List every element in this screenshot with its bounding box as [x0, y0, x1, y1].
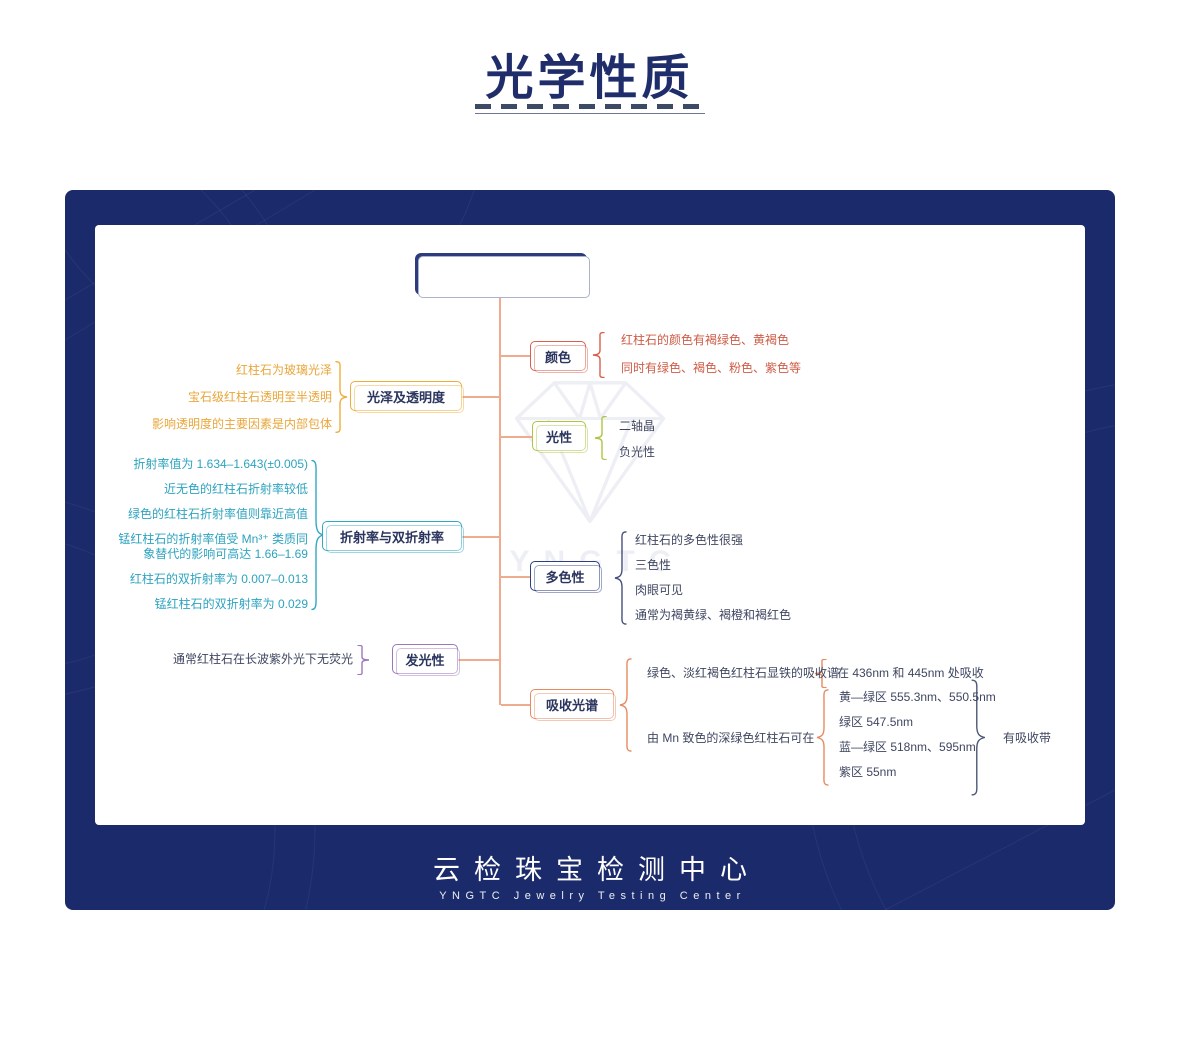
brace-luminescence — [357, 645, 370, 675]
node-color: 颜色 — [530, 341, 588, 373]
child-topic: 紫区 55nm — [839, 765, 897, 779]
node-optic: 光性 — [532, 421, 588, 453]
node-luster-label: 光泽及透明度 — [366, 389, 445, 405]
absorption-child-mn-sub: 黄—绿区 555.3nm、550.5nm 绿区 547.5nm 蓝—绿区 518… — [839, 690, 996, 780]
child-topic: 在 436nm 和 445nm 处吸收 — [837, 666, 984, 680]
node-pleochroism: 多色性 — [530, 561, 602, 593]
child-topic: 黄—绿区 555.3nm、550.5nm — [839, 690, 996, 704]
connector-luminescence — [458, 659, 501, 661]
child-topic: 绿区 547.5nm — [839, 715, 914, 729]
brace-absorption-iron — [814, 659, 827, 688]
child-topic: 宝石级红柱石透明至半透明 — [187, 390, 332, 404]
connector-absorption — [501, 704, 531, 706]
optic-children: 二轴晶 负光性 — [619, 419, 655, 460]
brace-color — [592, 332, 605, 378]
node-pleochroism-label: 多色性 — [545, 569, 585, 585]
ri-children: 折射率值为 1.634–1.643(±0.005) 近无色的红柱石折射率较低 绿… — [108, 457, 308, 612]
brace-absorption — [619, 658, 632, 752]
child-topic: 折射率值为 1.634–1.643(±0.005) — [133, 457, 308, 471]
node-absorption: 吸收光谱 — [530, 689, 616, 721]
child-topic: 肉眼可见 — [635, 583, 684, 597]
node-ri-label: 折射率与双折射率 — [339, 529, 444, 545]
absorption-child-iron-sub: 在 436nm 和 445nm 处吸收 — [837, 666, 984, 681]
mindmap-card: YNGTC 红柱石的光学性质 颜色 光泽及透明度 光性 — [95, 225, 1085, 825]
child-topic: 红柱石的双折射率为 0.007–0.013 — [129, 572, 308, 586]
poster-panel: YNGTC 红柱石的光学性质 颜色 光泽及透明度 光性 — [65, 190, 1115, 910]
child-topic: 负光性 — [619, 445, 656, 459]
brace-pleochroism — [614, 531, 627, 625]
child-topic: 锰红柱石的双折射率为 0.029 — [154, 597, 308, 611]
luster-children: 红柱石为玻璃光泽 宝石级红柱石透明至半透明 影响透明度的主要因素是内部包体 — [152, 363, 332, 432]
brace-absorption-note — [971, 679, 986, 796]
connector-luster — [462, 396, 501, 398]
child-topic: 红柱石的颜色有褐绿色、黄褐色 — [621, 333, 790, 347]
child-topic: 蓝—绿区 518nm、595nm — [839, 740, 976, 754]
luminescence-children: 通常红柱石在长波紫外光下无荧光 — [173, 652, 353, 667]
brace-optic — [594, 416, 607, 460]
footer-name-en: YNGTC Jewelry Testing Center — [439, 890, 746, 902]
node-absorption-label: 吸收光谱 — [545, 697, 598, 713]
child-topic: 三色性 — [635, 558, 672, 572]
child-topic: 影响透明度的主要因素是内部包体 — [151, 417, 332, 431]
child-topic: 红柱石为玻璃光泽 — [235, 363, 332, 377]
connector-optic — [501, 436, 533, 438]
node-luster: 光泽及透明度 — [350, 381, 464, 413]
child-topic: 通常红柱石在长波紫外光下无荧光 — [172, 652, 353, 666]
brace-luster — [335, 361, 348, 433]
footer-name-cn: 云检珠宝检测中心 — [433, 855, 761, 885]
absorption-child-iron: 绿色、淡红褐色红柱石显铁的吸收谱 — [647, 666, 839, 681]
child-topic: 同时有绿色、褐色、粉色、紫色等 — [621, 361, 802, 375]
connector-ri — [462, 536, 501, 538]
note-text: 有吸收带 — [1003, 731, 1052, 745]
page-title: 光学性质 — [485, 52, 694, 105]
child-topic: 锰红柱石的折射率值受 Mn³⁺ 类质同象替代的影响可高达 1.66–1.69 — [118, 532, 308, 561]
child-topic: 二轴晶 — [619, 419, 656, 433]
node-root: 红柱石的光学性质 — [415, 253, 590, 298]
node-optic-label: 光性 — [545, 429, 572, 445]
absorption-child-mn: 由 Mn 致色的深绿色红柱石可在 — [647, 731, 814, 746]
child-topic: 近无色的红柱石折射率较低 — [163, 482, 308, 496]
pleochroism-children: 红柱石的多色性很强 三色性 肉眼可见 通常为褐黄绿、褐橙和褐红色 — [635, 533, 791, 623]
title-underline — [475, 104, 705, 114]
child-topic: 绿色的红柱石折射率值则靠近高值 — [127, 507, 308, 521]
absorption-note: 有吸收带 — [1003, 731, 1051, 746]
node-color-label: 颜色 — [544, 349, 571, 365]
child-topic: 由 Mn 致色的深绿色红柱石可在 — [647, 731, 815, 745]
child-topic: 绿色、淡红褐色红柱石显铁的吸收谱 — [647, 666, 840, 680]
trunk-line — [499, 295, 501, 705]
node-root-label: 红柱石的光学性质 — [445, 266, 557, 282]
child-topic: 红柱石的多色性很强 — [635, 533, 744, 547]
connector-pleochroism — [501, 576, 531, 578]
node-luminescence-label: 发光性 — [405, 652, 445, 668]
color-children: 红柱石的颜色有褐绿色、黄褐色 同时有绿色、褐色、粉色、紫色等 — [621, 333, 801, 376]
diamond-icon — [514, 381, 666, 524]
child-topic: 通常为褐黄绿、褐橙和褐红色 — [635, 608, 792, 622]
node-ri: 折射率与双折射率 — [322, 521, 464, 553]
connector-color — [501, 355, 531, 357]
brace-absorption-mn — [816, 689, 829, 786]
node-luminescence: 发光性 — [392, 644, 460, 676]
